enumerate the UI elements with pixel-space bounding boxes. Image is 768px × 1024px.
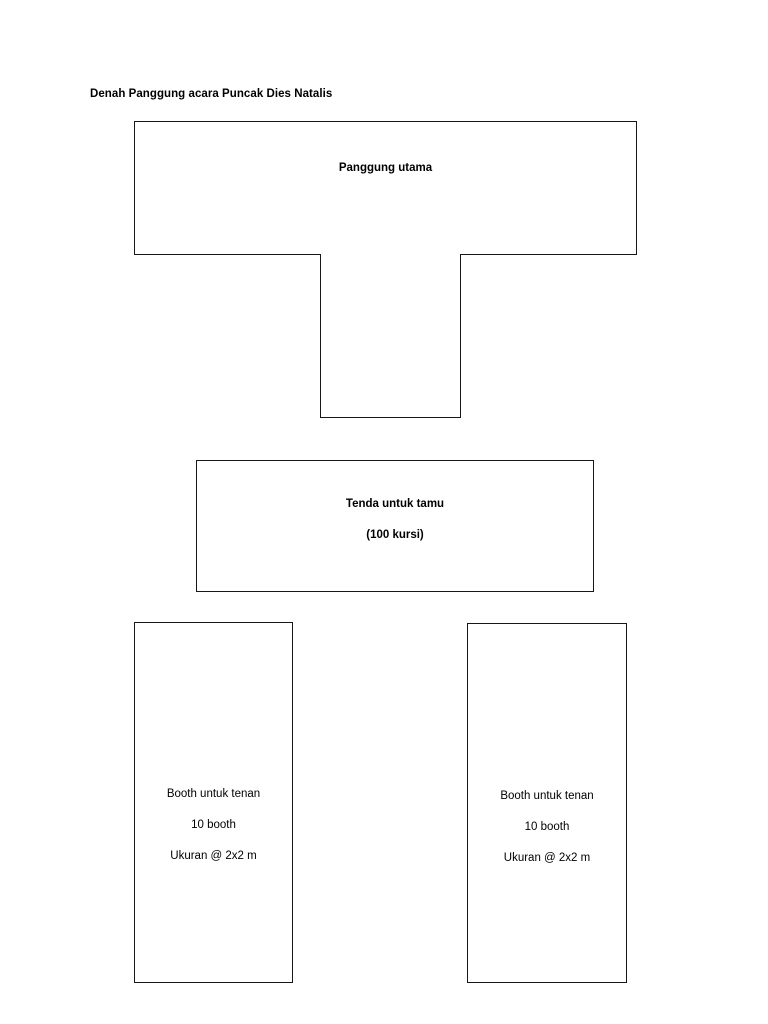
booth-right-shape: Booth untuk tenan 10 booth Ukuran @ 2x2 … (467, 623, 627, 983)
guest-tent-shape: Tenda untuk tamu (100 kursi) (196, 460, 594, 592)
booth-right-label-line2: 10 booth (524, 821, 570, 833)
main-stage-label: Panggung utama (338, 162, 433, 174)
guest-tent-label-line1: Tenda untuk tamu (345, 498, 445, 510)
booth-left-label-line1: Booth untuk tenan (166, 788, 261, 800)
booth-left-label-line2: 10 booth (191, 819, 236, 831)
stage-runway-shape (320, 254, 461, 418)
booth-right-label-line1: Booth untuk tenan (500, 790, 594, 802)
page-title: Denah Panggung acara Puncak Dies Natalis (90, 88, 333, 100)
booth-left-label-line3: Ukuran @ 2x2 m (170, 850, 257, 862)
main-stage-shape: Panggung utama (134, 121, 637, 255)
booth-right-label-line3: Ukuran @ 2x2 m (503, 852, 591, 864)
guest-tent-label-line2: (100 kursi) (366, 529, 424, 541)
booth-left-shape: Booth untuk tenan 10 booth Ukuran @ 2x2 … (134, 622, 293, 983)
